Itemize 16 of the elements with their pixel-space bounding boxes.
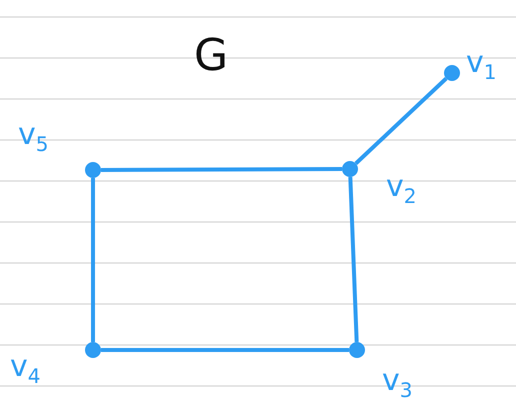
vertex-dot	[349, 342, 365, 358]
graph-edge	[348, 176, 359, 342]
graph-title: G	[194, 34, 228, 78]
vertex-label: v$_{3}$	[382, 366, 412, 400]
vertex-dot	[342, 161, 358, 177]
graph-edge	[101, 348, 349, 352]
vertex-label: v$_{1}$	[466, 48, 496, 82]
vertex-label: v$_{2}$	[386, 172, 416, 206]
graph-edge	[101, 167, 342, 172]
graph-edge	[354, 77, 448, 165]
vertex-dot	[85, 342, 101, 358]
vertex-label: v$_{4}$	[10, 352, 40, 386]
vertex-label: v$_{5}$	[18, 120, 48, 154]
vertex-dot	[85, 162, 101, 178]
graph-edge	[91, 178, 95, 342]
vertex-dot	[444, 65, 460, 81]
